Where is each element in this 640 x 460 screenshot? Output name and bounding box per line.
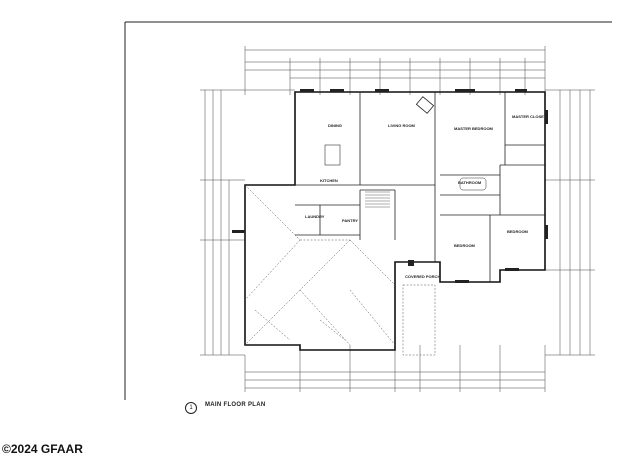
- detail-number-circle: 1: [185, 402, 197, 414]
- room-label-kitchen: KITCHEN: [320, 178, 338, 183]
- right-dimension-lines: [545, 89, 595, 356]
- room-label-master-closet: MASTER CLOSET: [512, 114, 547, 119]
- room-label-bedroom-2: BEDROOM: [507, 229, 529, 234]
- exterior-walls: [244, 91, 546, 351]
- copyright-watermark: ©2024 GFAAR: [2, 442, 83, 456]
- room-label-bedroom-1: BEDROOM: [454, 243, 476, 248]
- left-dimension-lines: [200, 89, 295, 356]
- sheet-border: [124, 21, 612, 400]
- bathtub: [459, 177, 487, 191]
- room-label-pantry: PANTRY: [342, 218, 358, 223]
- room-label-living-room: LIVING ROOM: [388, 123, 416, 128]
- porch-column: [408, 260, 414, 266]
- room-label-master-bedroom: MASTER BEDROOM: [454, 126, 494, 131]
- fireplace: [415, 96, 435, 114]
- porch-outline: [402, 284, 436, 356]
- stairs: [365, 191, 390, 208]
- bottom-dimension-lines: [244, 345, 546, 392]
- window-markers: [232, 89, 548, 283]
- room-label-dining: DINING: [328, 123, 342, 128]
- garage-roof-lines: [244, 184, 396, 346]
- top-dimension-lines: [244, 46, 546, 95]
- plan-title: MAIN FLOOR PLAN: [205, 402, 266, 408]
- kitchen-island: [324, 144, 341, 166]
- room-label-laundry: LAUNDRY: [305, 214, 325, 219]
- interior-walls: [295, 92, 545, 282]
- room-label-covered-porch: COVERED PORCH: [405, 274, 440, 279]
- room-label-bathroom: BATHROOM: [458, 180, 482, 185]
